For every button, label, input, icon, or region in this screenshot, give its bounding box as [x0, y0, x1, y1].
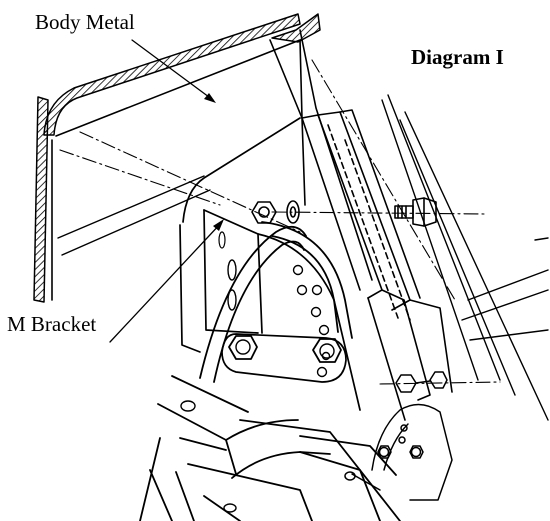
wheel-bracket — [344, 403, 453, 501]
frame-rails — [381, 94, 549, 421]
lower-bolt — [395, 371, 448, 393]
callout-leaders — [109, 39, 223, 343]
handle-tube — [139, 375, 401, 521]
hex-bolt — [394, 197, 437, 227]
m-bracket-label: M Bracket — [7, 312, 97, 336]
m-bracket — [179, 117, 361, 411]
mounting-holes — [292, 264, 331, 378]
body-metal-arrowhead — [204, 93, 216, 103]
body-metal-label: Body Metal — [35, 10, 135, 34]
hex-nut — [251, 201, 277, 224]
arch-arm — [199, 221, 353, 383]
m-bracket-arrowhead — [213, 219, 224, 231]
body-metal-panel — [33, 13, 321, 303]
body-metal-leader — [131, 39, 214, 101]
bolt-hardware — [251, 197, 437, 227]
center-lines — [59, 59, 501, 385]
diagram-title: Diagram I — [411, 45, 504, 69]
m-bracket-leader — [109, 221, 223, 343]
support-channel — [269, 29, 453, 421]
pivot-linkage — [221, 333, 347, 383]
washer — [286, 200, 300, 224]
